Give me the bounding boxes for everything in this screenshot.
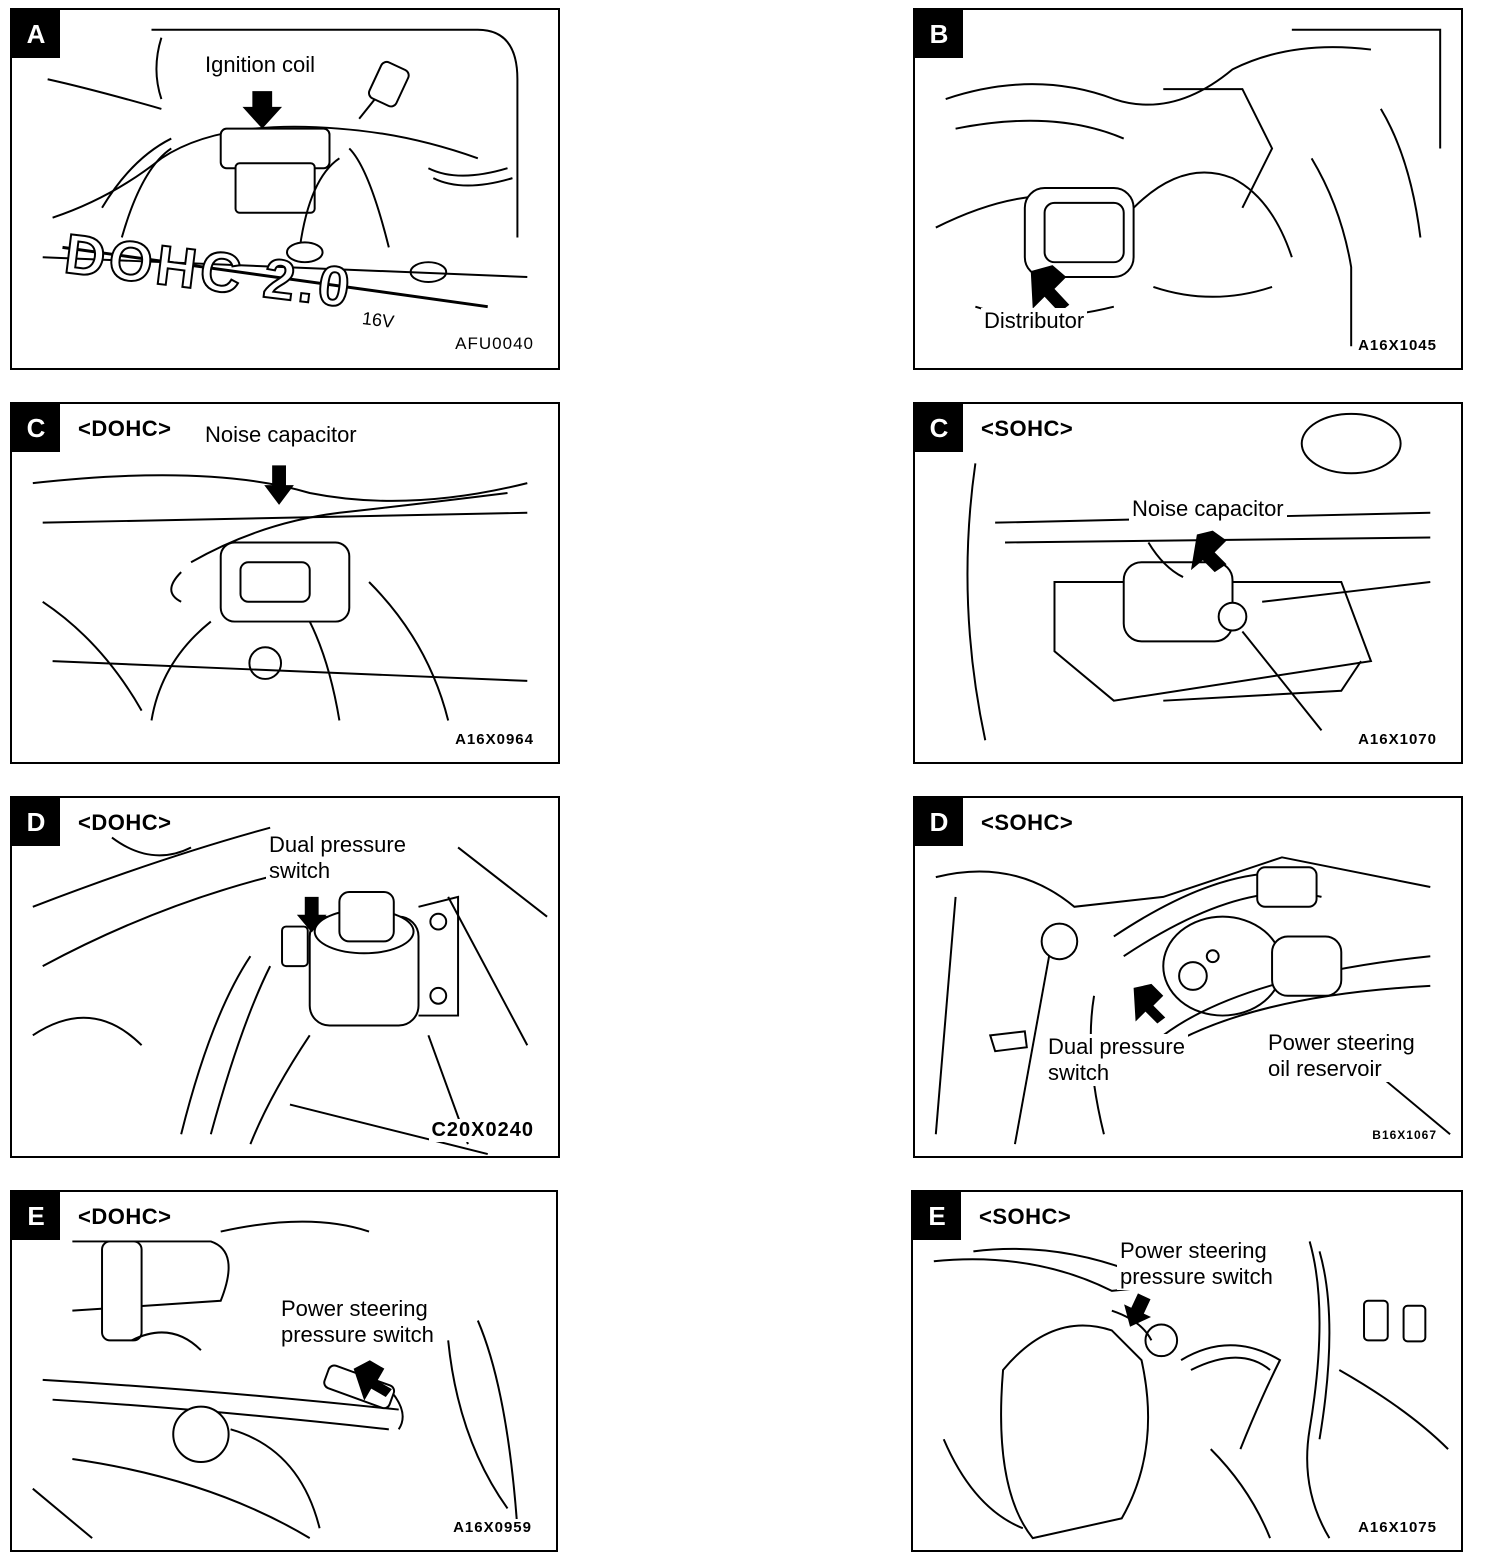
panel-d-sohc-dual-pressure-switch: D <SOHC> Dual pressure switch Power stee… [913, 796, 1463, 1158]
panel-b-distributor: B Distributor A16X1045 [913, 8, 1463, 370]
engine-illustration-b [935, 28, 1442, 347]
distributor-label: Distributor [981, 308, 1088, 334]
power-steering-pressure-switch-label: Power steering pressure switch [278, 1296, 437, 1348]
figure-code: A16X0959 [451, 1519, 534, 1536]
engine-variant-label: <DOHC> [76, 1204, 174, 1230]
engine-marking-sub: 16V [360, 308, 396, 332]
engine-illustration-d-sohc [934, 856, 1451, 1145]
panel-letter: C [12, 404, 60, 452]
panel-e-sohc-power-steering-pressure-switch: E <SOHC> Power steering pressure switch … [911, 1190, 1463, 1552]
engine-variant-label: <DOHC> [76, 416, 174, 442]
engine-illustration-c-dohc [32, 465, 528, 721]
noise-capacitor-label: Noise capacitor [202, 422, 360, 448]
dual-pressure-switch-label: Dual pressure switch [266, 832, 409, 884]
figure-code: A16X1045 [1356, 337, 1439, 354]
power-steering-oil-reservoir-label: Power steering oil reservoir [1265, 1030, 1418, 1082]
engine-illustration-e-sohc [933, 1241, 1449, 1540]
dual-pressure-switch-label: Dual pressure switch [1045, 1034, 1188, 1086]
panel-letter: C [915, 404, 963, 452]
panel-letter: E [913, 1192, 961, 1240]
panel-letter: D [12, 798, 60, 846]
power-steering-pressure-switch-label: Power steering pressure switch [1117, 1238, 1276, 1290]
panel-c-dohc-noise-capacitor: C <DOHC> Noise capacitor A16X0964 [10, 402, 560, 764]
panel-c-sohc-noise-capacitor: C <SOHC> Noise capacitor A16X1070 [913, 402, 1463, 764]
figure-code: A16X0964 [453, 731, 536, 748]
engine-illustration-e-dohc [32, 1220, 519, 1539]
panel-a-ignition-coil: A Ignition coil DOHC 2.0 16V AFU0040 [10, 8, 560, 370]
panel-letter: A [12, 10, 60, 58]
panel-letter: D [915, 798, 963, 846]
figure-code: AFU0040 [453, 334, 536, 354]
engine-variant-label: <SOHC> [977, 1204, 1074, 1230]
panel-e-dohc-power-steering-pressure-switch: E <DOHC> Power steering pressure switch … [10, 1190, 558, 1552]
figure-code: B16X1067 [1370, 1128, 1439, 1142]
engine-variant-label: <SOHC> [979, 810, 1076, 836]
ignition-coil-label: Ignition coil [202, 52, 319, 78]
engine-variant-label: <DOHC> [76, 810, 174, 836]
engine-illustration-c-sohc [966, 412, 1431, 741]
figure-code: A16X1075 [1356, 1519, 1439, 1536]
figure-code: C20X0240 [429, 1119, 536, 1142]
panel-letter: B [915, 10, 963, 58]
engine-variant-label: <SOHC> [979, 416, 1076, 442]
figure-code: A16X1070 [1356, 731, 1439, 748]
noise-capacitor-label: Noise capacitor [1129, 496, 1287, 522]
engine-illustration-d-dohc [32, 826, 548, 1155]
panel-letter: E [12, 1192, 60, 1240]
panel-d-dohc-dual-pressure-switch: D <DOHC> Dual pressure switch C20X0240 [10, 796, 560, 1158]
engine-illustration-a [42, 28, 528, 309]
